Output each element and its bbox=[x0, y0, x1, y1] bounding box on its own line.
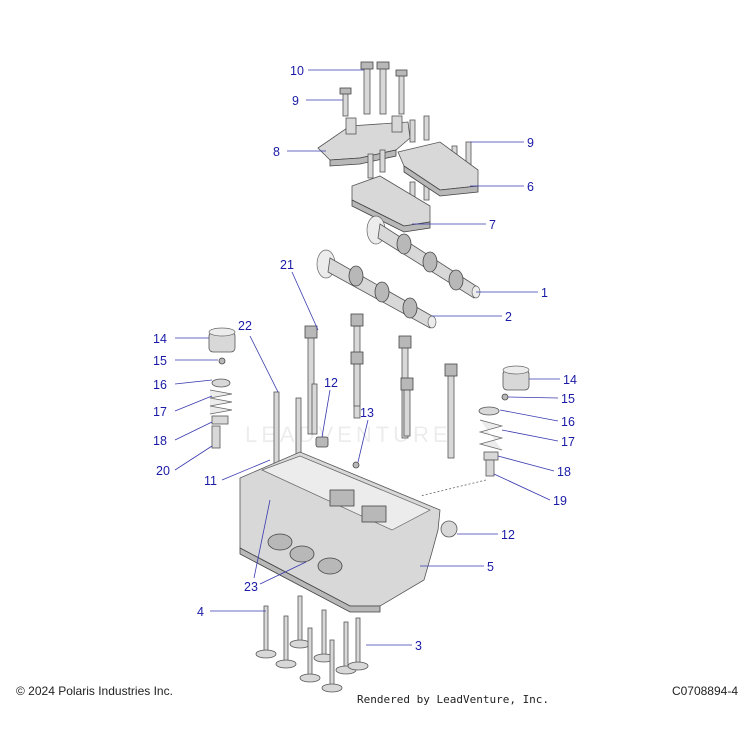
callout-label[interactable]: 5 bbox=[487, 560, 494, 574]
callout-label[interactable]: 6 bbox=[527, 180, 534, 194]
camshaft-cap-left-icon bbox=[317, 115, 411, 167]
callout-label[interactable]: 3 bbox=[415, 639, 422, 653]
callout-label[interactable]: 21 bbox=[280, 258, 294, 272]
callout-label[interactable]: 2 bbox=[505, 310, 512, 324]
callout-label[interactable]: 16 bbox=[153, 378, 167, 392]
callout-label[interactable]: 18 bbox=[557, 465, 571, 479]
callout-label[interactable]: 17 bbox=[153, 405, 167, 419]
callout-label[interactable]: 11 bbox=[204, 474, 217, 488]
callout-label[interactable]: 9 bbox=[292, 94, 299, 108]
camshaft-cap-bolts-icon bbox=[339, 61, 408, 117]
callout-label[interactable]: 4 bbox=[197, 605, 204, 619]
valve-train-right-icon bbox=[478, 365, 530, 477]
exhaust-camshaft-icon bbox=[316, 249, 437, 329]
leader-lines bbox=[174, 69, 560, 646]
callout-label[interactable]: 7 bbox=[489, 218, 496, 232]
diagram-code-text: C0708894-4 bbox=[671, 684, 738, 698]
callout-label[interactable]: 23 bbox=[244, 580, 258, 594]
callout-label[interactable]: 15 bbox=[561, 392, 575, 406]
callout-label[interactable]: 22 bbox=[238, 319, 252, 333]
rendered-by-text: Rendered by LeadVenture, Inc. bbox=[357, 693, 550, 706]
camshaft-cap-center-icon bbox=[351, 175, 431, 233]
callout-label[interactable]: 17 bbox=[561, 435, 575, 449]
callout-label[interactable]: 14 bbox=[563, 373, 577, 387]
copyright-text: © 2024 Polaris Industries Inc. bbox=[16, 684, 173, 698]
callout-label[interactable]: 9 bbox=[527, 136, 534, 150]
valve-train-left-icon bbox=[208, 327, 236, 449]
cylinder-head-bolts-icon bbox=[304, 313, 458, 459]
cylinder-head-icon bbox=[239, 451, 441, 613]
callout-label[interactable]: 13 bbox=[360, 406, 374, 420]
callout-label[interactable]: 16 bbox=[561, 415, 575, 429]
valve-guide-dotted-path bbox=[419, 479, 487, 497]
callout-label[interactable]: 15 bbox=[153, 354, 167, 368]
valves-icon bbox=[255, 595, 369, 693]
callout-labels: 10 9 8 9 6 7 21 1 2 14 22 15 16 17 18 20… bbox=[153, 64, 577, 653]
callout-label[interactable]: 10 bbox=[290, 64, 304, 78]
callout-label[interactable]: 12 bbox=[324, 376, 338, 390]
callout-label[interactable]: 18 bbox=[153, 434, 167, 448]
callout-label[interactable]: 14 bbox=[153, 332, 167, 346]
parts-illustration bbox=[208, 61, 530, 693]
callout-label[interactable]: 1 bbox=[541, 286, 548, 300]
callout-label[interactable]: 20 bbox=[156, 464, 170, 478]
callout-label[interactable]: 8 bbox=[273, 145, 280, 159]
callout-label[interactable]: 19 bbox=[553, 494, 567, 508]
callout-label[interactable]: 12 bbox=[501, 528, 515, 542]
